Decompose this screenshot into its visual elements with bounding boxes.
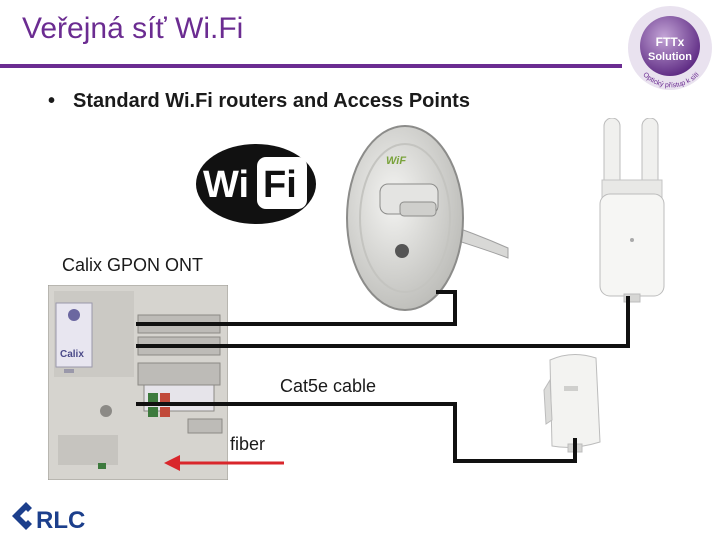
wifi-logo-right: Fi xyxy=(263,164,297,206)
wifi-logo-left: Wi xyxy=(203,164,249,206)
badge-line-1: FTTx xyxy=(656,35,685,49)
dish-brand: WiF xyxy=(386,155,406,167)
fiber-arrow-head-icon xyxy=(164,455,180,471)
cable-to-indoor-ap xyxy=(136,402,577,463)
bullet-item: • Standard Wi.Fi routers and Access Point… xyxy=(48,90,470,113)
title-divider xyxy=(0,64,622,68)
rlc-logo: RLC xyxy=(12,502,85,534)
ont-brand: Calix xyxy=(60,349,84,360)
cable-to-dish xyxy=(136,290,457,326)
slide-title: Veřejná síť Wi.Fi xyxy=(22,12,244,45)
rlc-logo-text: RLC xyxy=(36,507,85,534)
bullet-text: Standard Wi.Fi routers and Access Points xyxy=(73,90,470,112)
ont-label: Calix GPON ONT xyxy=(62,255,204,275)
bullet-marker: • xyxy=(48,90,56,112)
fttx-solution-badge: FTTx Solution Optický přístup k síti xyxy=(628,6,712,90)
fiber-label: fiber xyxy=(230,434,266,454)
cable-to-outdoor-ap xyxy=(136,296,630,348)
badge-line-2: Solution xyxy=(648,51,692,63)
calix-ont-image: Calix xyxy=(48,285,228,480)
outdoor-access-point-image xyxy=(599,118,665,303)
cable-label: Cat5e cable xyxy=(280,376,377,396)
dish-antenna-image: WiF xyxy=(346,125,509,311)
wifi-logo: Wi Fi xyxy=(196,144,316,224)
